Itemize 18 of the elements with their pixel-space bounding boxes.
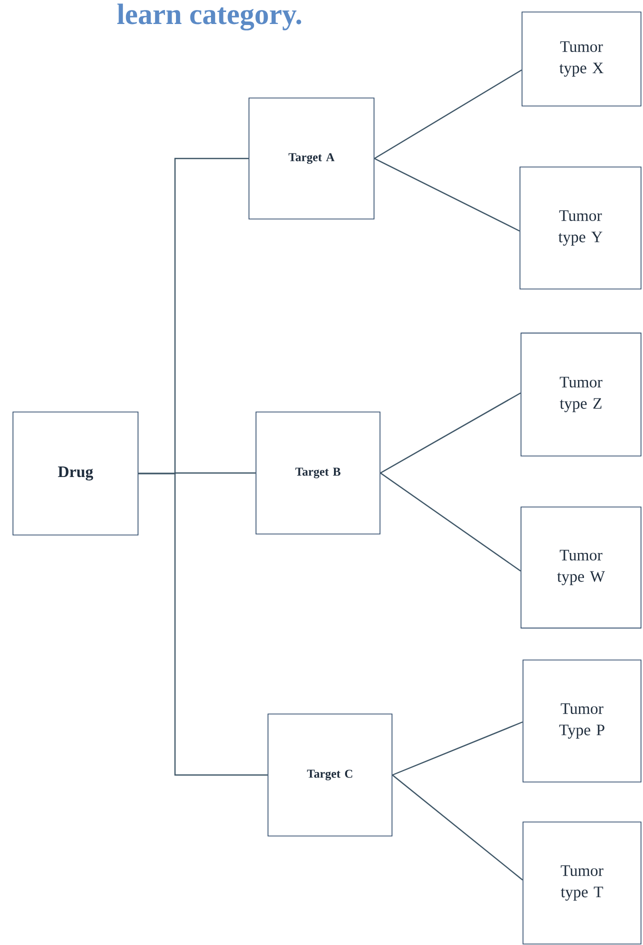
- process-box: Tumor type X: [522, 12, 642, 106]
- process-box: Drug: [12, 412, 138, 536]
- heading: learn category.: [117, 4, 302, 30]
- process-box: Tumor Type P: [522, 660, 642, 782]
- process-box: Tumor type T: [522, 822, 642, 944]
- process-box: Tumor type Z: [520, 332, 642, 456]
- connector-line: [392, 721, 523, 776]
- connector-line: [380, 392, 521, 474]
- connector-line: [374, 69, 522, 160]
- connector-line: [392, 774, 523, 880]
- process-box: Tumor type Y: [520, 166, 642, 290]
- process-box: Target B: [256, 412, 380, 534]
- process-box: Target A: [248, 98, 374, 220]
- process-box: Tumor type W: [520, 506, 642, 628]
- process-box: Target C: [268, 714, 392, 836]
- connector-line: [374, 158, 520, 232]
- connector-line: [380, 472, 521, 572]
- connector-line: [138, 472, 268, 776]
